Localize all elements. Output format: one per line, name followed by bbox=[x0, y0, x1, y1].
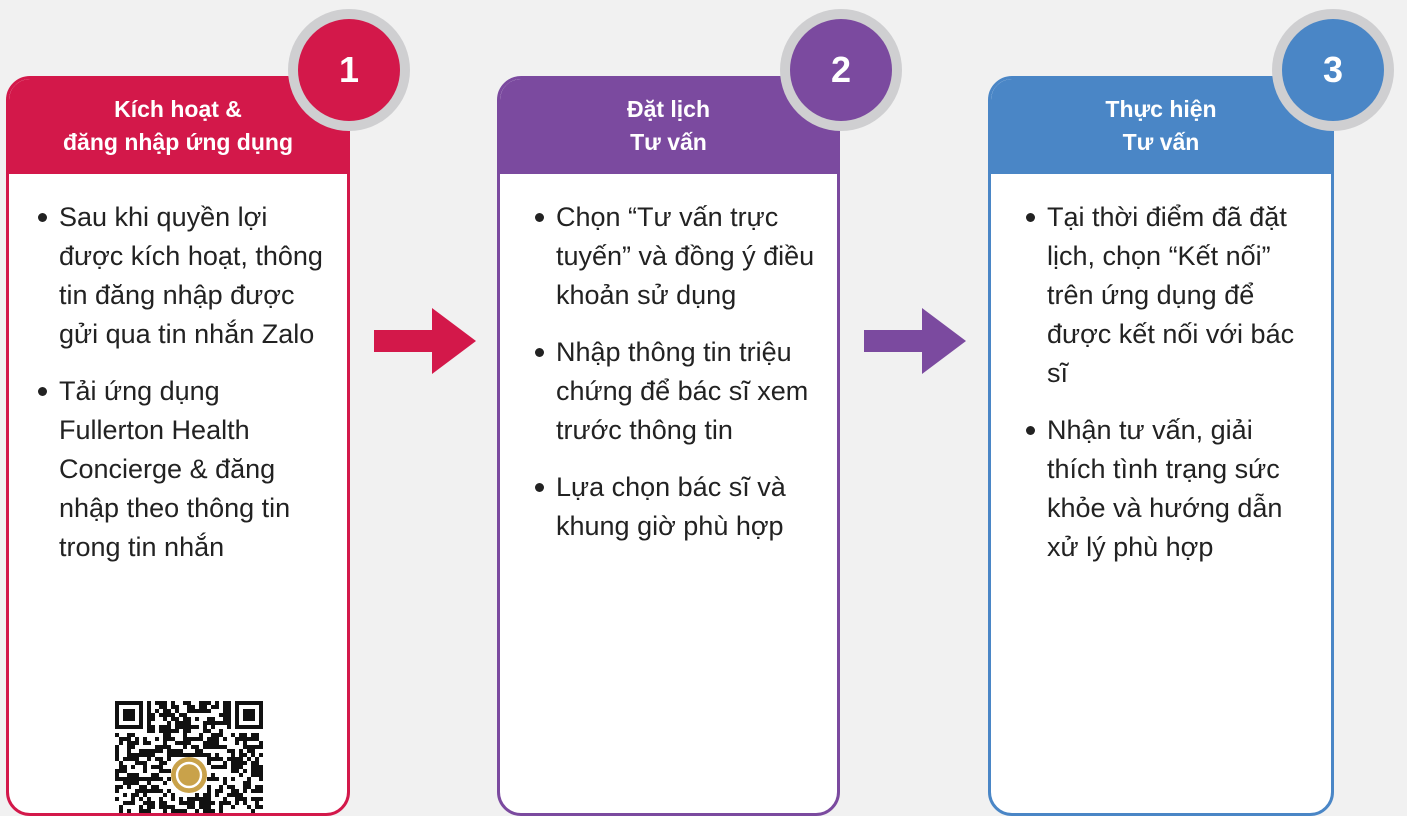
step-3-bullet-1: Tại thời điểm đã đặt lịch, chọn “Kết nối… bbox=[1026, 198, 1309, 393]
step-1-title-line2: đăng nhập ứng dụng bbox=[63, 129, 293, 155]
step-2-header: Đặt lịch Tư vấn bbox=[500, 79, 837, 174]
arrow-right-icon-2 bbox=[864, 308, 966, 374]
step-2-title-line1: Đặt lịch bbox=[626, 96, 711, 122]
step-3-title-line2: Tư vấn bbox=[1122, 129, 1200, 155]
step-3-header: Thực hiện Tư vấn bbox=[991, 79, 1331, 174]
step-1-badge: 1 bbox=[288, 9, 410, 131]
step-1-header: Kích hoạt & đăng nhập ứng dụng bbox=[9, 79, 347, 174]
step-2-bullets: Chọn “Tư vấn trực tuyến” và đồng ý điều … bbox=[500, 174, 837, 546]
step-1-bullet-1: Sau khi quyền lợi được kích hoạt, thông … bbox=[38, 198, 329, 354]
step-1-bullet-2: Tải ứng dụng Fullerton Health Concierge … bbox=[38, 372, 329, 567]
step-3-number: 3 bbox=[1282, 19, 1384, 121]
step-1-card: Kích hoạt & đăng nhập ứng dụng Sau khi q… bbox=[6, 76, 350, 816]
step-3-badge: 3 bbox=[1272, 9, 1394, 131]
step-3-card: Thực hiện Tư vấn Tại thời điểm đã đặt lị… bbox=[988, 76, 1334, 816]
step-3-bullet-2: Nhận tư vấn, giải thích tình trạng sức k… bbox=[1026, 411, 1309, 567]
step-1-number: 1 bbox=[298, 19, 400, 121]
qr-code-icon bbox=[115, 701, 263, 813]
step-3-title-line1: Thực hiện bbox=[1105, 96, 1217, 122]
step-1-title-line1: Kích hoạt & bbox=[114, 96, 242, 122]
step-2-bullet-3: Lựa chọn bác sĩ và khung giờ phù hợp bbox=[535, 468, 821, 546]
step-1-bullets: Sau khi quyền lợi được kích hoạt, thông … bbox=[9, 174, 347, 567]
step-2-title-line2: Tư vấn bbox=[630, 129, 707, 155]
step-2-card: Đặt lịch Tư vấn Chọn “Tư vấn trực tuyến”… bbox=[497, 76, 840, 816]
step-3-bullets: Tại thời điểm đã đặt lịch, chọn “Kết nối… bbox=[991, 174, 1331, 567]
step-2-number: 2 bbox=[790, 19, 892, 121]
step-2-bullet-1: Chọn “Tư vấn trực tuyến” và đồng ý điều … bbox=[535, 198, 821, 315]
arrow-right-icon-1 bbox=[374, 308, 476, 374]
step-2-bullet-2: Nhập thông tin triệu chứng để bác sĩ xem… bbox=[535, 333, 821, 450]
step-2-badge: 2 bbox=[780, 9, 902, 131]
